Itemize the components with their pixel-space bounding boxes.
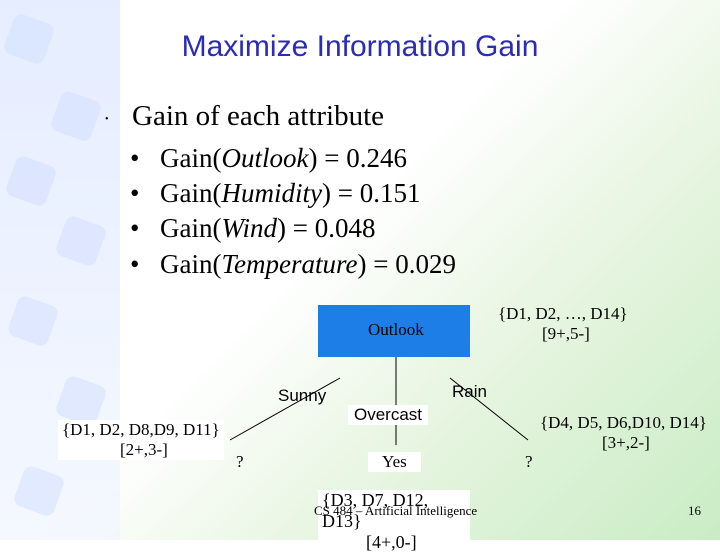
middle-leaf: Yes: [368, 452, 421, 472]
edge-rain: [449, 377, 529, 441]
right-counts-label: [3+,2-]: [602, 433, 650, 452]
left-leaf: ?: [236, 452, 244, 471]
root-set: {D1, D2, …, D14} [9+,5-]: [498, 304, 628, 344]
gain-item: •Gain(Humidity) = 0.151: [130, 178, 421, 208]
branch-rain-label: Rain: [452, 382, 487, 401]
page-number: 16: [688, 503, 701, 518]
slide-title: Maximize Information Gain: [181, 30, 539, 63]
bullet-icon: •: [130, 213, 140, 243]
root-counts-label: [9+,5-]: [542, 324, 590, 343]
gain-item: •Gain(Temperature) = 0.029: [130, 249, 456, 279]
middle-counts-label: [4+,0-]: [366, 532, 417, 552]
footer-course: CS 484 – Artificial Intelligence: [314, 503, 478, 518]
middle-set-label: {D3, D7, D12, D13}: [322, 490, 429, 531]
root-set-label: {D1, D2, …, D14}: [498, 304, 628, 323]
right-set-label: {D4, D5, D6,D10, D14}: [540, 413, 707, 432]
gain-item: •Gain(Wind) = 0.048: [130, 213, 376, 243]
main-bullet-text: Gain of each attribute: [132, 100, 385, 132]
left-set: {D1, D2, D8,D9, D11} [2+,3-]: [58, 420, 224, 460]
branch-sunny-label: Sunny: [278, 386, 327, 405]
root-node-outlook: Outlook: [318, 305, 470, 357]
right-set: {D4, D5, D6,D10, D14} [3+,2-]: [540, 413, 707, 453]
right-leaf: ?: [525, 452, 533, 471]
bullet-icon: •: [105, 114, 109, 125]
branch-overcast-label: Overcast: [348, 405, 429, 425]
bullet-icon: •: [130, 178, 140, 208]
bullet-icon: •: [130, 249, 140, 279]
main-bullet: • Gain of each attribute: [105, 100, 384, 133]
bullet-icon: •: [130, 143, 140, 173]
tree-edges: [229, 357, 529, 445]
left-set-label: {D1, D2, D8,D9, D11}: [62, 420, 220, 439]
root-node-label: Outlook: [368, 320, 424, 339]
edge-sunny: [229, 377, 341, 441]
left-counts-label: [2+,3-]: [120, 440, 168, 459]
gain-item: •Gain(Outlook) = 0.246: [130, 143, 407, 173]
